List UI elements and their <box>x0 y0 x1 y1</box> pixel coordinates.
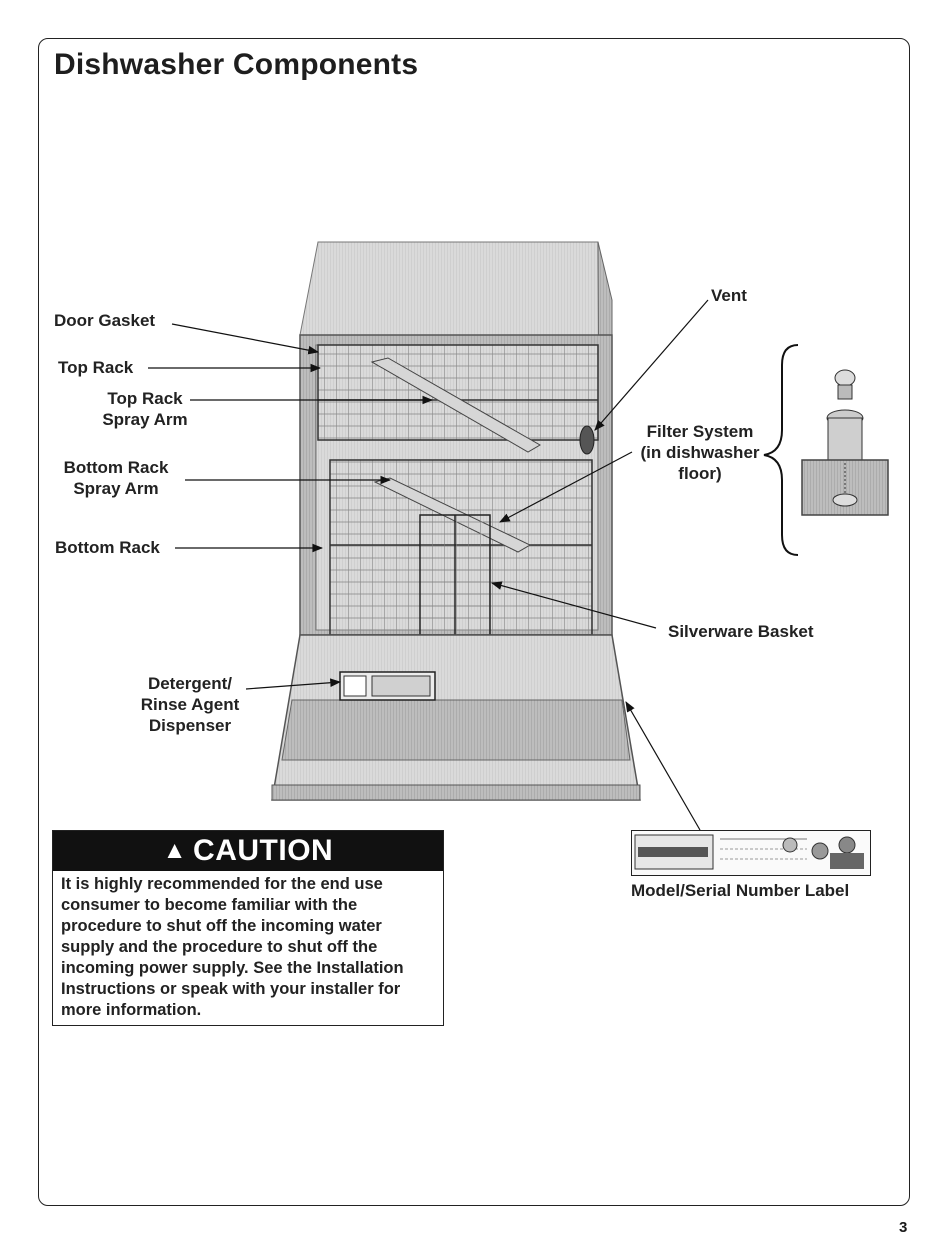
label-text: Detergent/ <box>147 674 233 693</box>
top-spray-arm <box>370 357 541 453</box>
label-door-gasket: Door Gasket <box>54 311 156 330</box>
caution-text: It is highly recommended for the end use… <box>53 871 443 1021</box>
caution-line: Instructions or speak with your installe… <box>61 980 401 998</box>
cabinet-top <box>299 241 611 336</box>
filter-bracket <box>763 344 799 556</box>
label-text: Top Rack <box>107 389 183 408</box>
caution-header: ▲ CAUTION <box>53 831 443 871</box>
label-top-rack: Top Rack <box>58 358 134 377</box>
label-text: Bottom Rack <box>63 458 169 477</box>
label-text: Spray Arm <box>102 410 188 429</box>
label-vent: Vent <box>711 286 747 305</box>
label-text: floor) <box>678 464 722 483</box>
label-detergent-dispenser: Detergent/ Rinse Agent Dispenser <box>130 673 250 736</box>
filter-system-illustration <box>801 369 889 516</box>
caution-line: supply and the procedure to shut off the <box>61 938 378 956</box>
label-filter-system: Filter System (in dishwasher floor) <box>635 421 765 484</box>
label-silverware-basket: Silverware Basket <box>668 622 814 641</box>
label-bottom-rack-spray-arm: Bottom Rack Spray Arm <box>56 457 176 499</box>
page-frame <box>38 38 910 1206</box>
page-number: 3 <box>899 1219 908 1236</box>
label-text: (in dishwasher <box>640 443 760 462</box>
label-text: Rinse Agent <box>140 695 240 714</box>
label-text: Spray Arm <box>73 479 159 498</box>
caution-line: procedure to shut off the incoming water <box>61 917 382 935</box>
leader-lines <box>148 299 709 831</box>
vent <box>579 425 595 455</box>
caution-line: incoming power supply. See the Installat… <box>61 959 404 977</box>
page-title: Dishwasher Components <box>54 48 419 81</box>
top-rack <box>317 344 599 441</box>
warning-triangle-icon: ▲ <box>162 837 188 864</box>
caution-box: ▲ CAUTION It is highly recommended for t… <box>52 830 444 1026</box>
model-serial-label-illustration <box>631 830 871 876</box>
caution-line: It is highly recommended for the end use <box>61 875 383 893</box>
label-top-rack-spray-arm: Top Rack Spray Arm <box>90 388 200 430</box>
caution-heading: CAUTION <box>193 834 334 867</box>
label-text: Dispenser <box>148 716 232 735</box>
caution-line: more information. <box>61 1001 202 1019</box>
label-model-serial: Model/Serial Number Label <box>631 881 850 900</box>
caution-line: consumer to become familiar with the <box>61 896 358 914</box>
label-graphic <box>634 834 864 870</box>
label-text: Filter System <box>646 422 754 441</box>
label-bottom-rack: Bottom Rack <box>55 538 160 557</box>
